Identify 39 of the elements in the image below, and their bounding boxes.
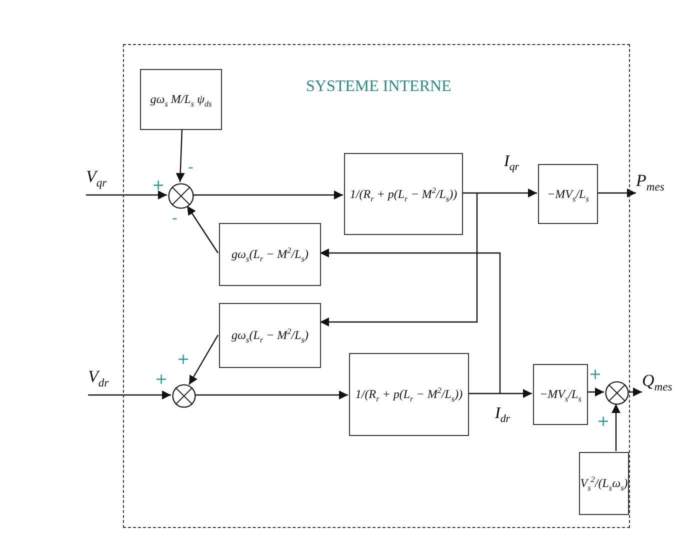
- signal-label: V$_{dr}$: [88, 366, 124, 395]
- sign-label: +: [152, 178, 165, 193]
- signal-label: Q$_{mes}$: [642, 370, 684, 394]
- system-title: SYSTEME INTERNE: [306, 77, 452, 97]
- summing-junction: [172, 384, 196, 408]
- arrow: [188, 334, 219, 385]
- transfer-block: 1/(R$_{r}$ + p(L$_{r}$ − M$^{2}$/L$_{s}$)): [349, 353, 469, 436]
- sign-label: +: [589, 367, 602, 382]
- sign-label: -: [172, 211, 178, 226]
- arrow: [320, 193, 478, 326]
- arrow: [468, 389, 532, 398]
- sign-label: +: [597, 414, 610, 429]
- sign-label: -: [188, 160, 194, 175]
- arrow: [186, 206, 218, 254]
- arrow: [462, 188, 537, 198]
- transfer-block: V$_{s}$$^{2}$/(L$_{s}$ω$_{s}$): [579, 452, 629, 515]
- arrow: [176, 128, 185, 182]
- signal-label: P$_{mes}$: [636, 170, 674, 195]
- transfer-block: 1/(R$_{r}$ + p(L$_{r}$ − M$^{2}$/L$_{s}$)): [344, 153, 463, 235]
- arrow: [628, 388, 642, 396]
- transfer-block: gω$_{s}$(L$_{r}$ − M$^{2}$/L$_{s}$): [219, 223, 321, 286]
- arrow: [193, 190, 343, 200]
- arrow: [597, 188, 636, 198]
- arrow: [88, 390, 171, 400]
- dashed-system-frame: [123, 44, 630, 528]
- arrow: [612, 404, 620, 451]
- transfer-block: −MV$_{s}$/L$_{s}$: [538, 164, 598, 224]
- transfer-block: gω$_{s}$(L$_{r}$ − M$^{2}$/L$_{s}$): [219, 303, 321, 368]
- sign-label: +: [177, 352, 190, 367]
- signal-label: V$_{qr}$: [86, 166, 122, 195]
- summing-junction: [605, 381, 629, 405]
- arrow: [587, 388, 604, 396]
- arrow: [195, 390, 348, 400]
- sign-label: +: [155, 372, 168, 387]
- summing-junction: [168, 183, 194, 209]
- transfer-block: −MV$_{s}$/L$_{s}$: [533, 364, 588, 425]
- transfer-block: gω$_{s}$ M/L$_{s}$ ψ$_{ds}$: [140, 69, 222, 130]
- arrow: [86, 190, 167, 200]
- arrow: [320, 248, 501, 394]
